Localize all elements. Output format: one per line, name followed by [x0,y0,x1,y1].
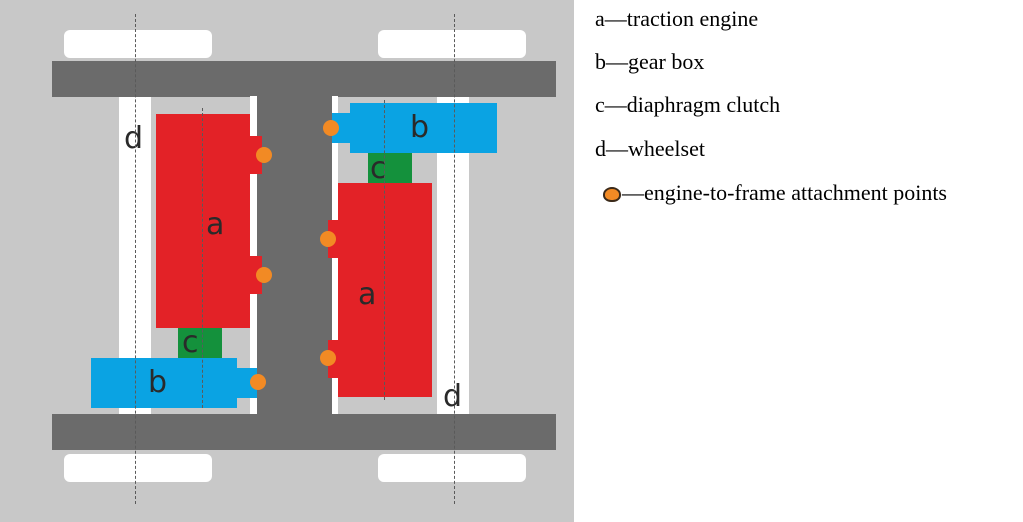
frame-gap-left [250,96,257,414]
frame-bottom-beam [52,414,556,450]
label-engine-right: a [358,277,377,312]
attachment-point [250,374,266,390]
axis-wheelset-left [135,14,136,504]
legend-item-clutch: c—diaphragm clutch [595,92,780,118]
label-clutch-right: c [370,151,387,186]
label-wheelset-right: d [443,379,463,414]
traction-engine-left [156,114,250,328]
gear-box-left [91,358,237,408]
wheel-top-right [378,30,526,58]
label-clutch-left: c [182,325,199,360]
diaphragm-clutch-right [368,153,412,183]
attachment-point [320,350,336,366]
legend-item-gearbox: b—gear box [595,49,704,75]
label-wheelset-left: d [124,121,144,156]
legend-text: b—gear box [595,49,705,74]
axis-engine-left [202,108,203,408]
legend-text: —engine-to-frame attachment points [622,180,947,205]
traction-engine-right [338,183,432,397]
wheel-top-left [64,30,212,58]
wheel-bottom-right [378,454,526,482]
gear-box-right [350,103,497,153]
attachment-point [256,147,272,163]
diaphragm-clutch-left [178,328,222,358]
frame-center-beam [257,96,332,416]
attachment-point [256,267,272,283]
bogie-diagram: a c b b c a d d [0,0,574,522]
label-gearbox-right: b [410,110,430,145]
legend-text: d—wheelset [595,136,705,161]
attachment-point-icon [603,187,621,203]
label-gearbox-left: b [148,365,168,400]
legend-text: c—diaphragm clutch [595,92,781,117]
legend-item-engine: a—traction engine [595,6,758,32]
label-engine-left: a [206,207,225,242]
gear-box-right-stub [332,113,352,143]
axis-engine-right [384,100,385,400]
axis-wheelset-right [454,14,455,504]
attachment-point [320,231,336,247]
attachment-point [323,120,339,136]
legend-text: a—traction engine [595,6,759,31]
frame-top-beam [52,61,556,97]
legend-item-attachment: —engine-to-frame attachment points [599,180,947,206]
legend-item-wheelset: d—wheelset [595,136,705,162]
wheel-bottom-left [64,454,212,482]
